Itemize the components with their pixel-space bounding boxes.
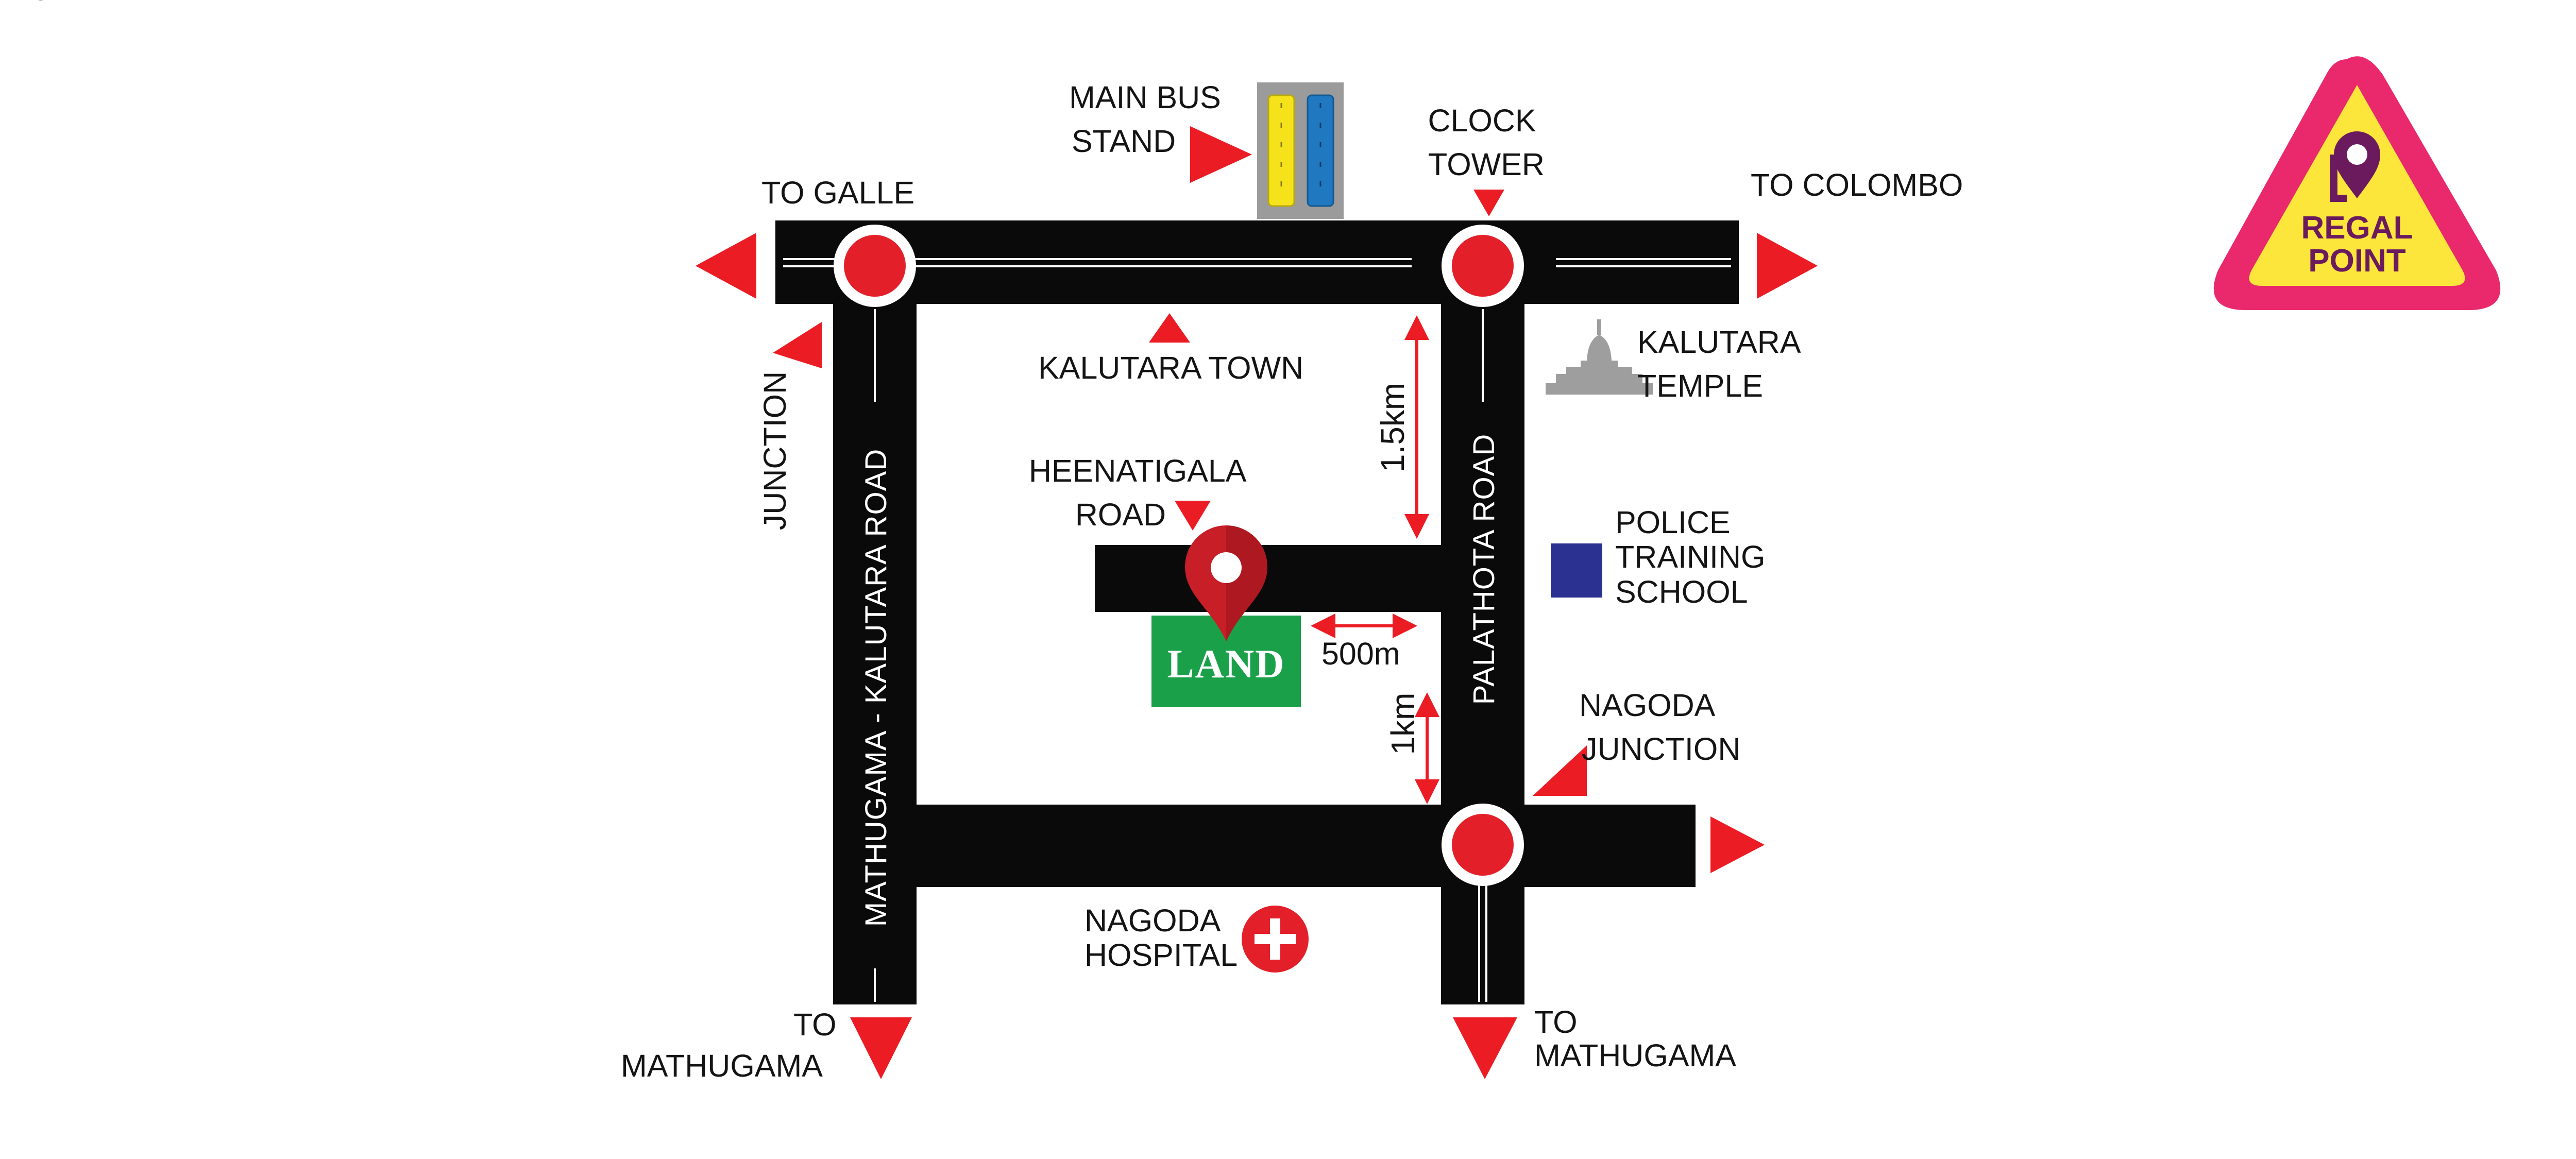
square-marker-icon xyxy=(1551,543,1602,598)
roundabout-galle-junction xyxy=(834,225,916,307)
arrow-to-colombo xyxy=(1757,233,1818,299)
location-pin-icon xyxy=(1185,525,1267,641)
distance-markers: 1.5km 1km 500m xyxy=(1311,315,1439,804)
logo-line-2: POINT xyxy=(2308,243,2406,279)
nagoda-junction-label: NAGODA JUNCTION xyxy=(1579,688,1740,766)
to-galle-label: TO GALLE xyxy=(761,175,914,210)
nagoda-hospital-label: NAGODA HOSPITAL xyxy=(1084,903,1238,973)
arrow-to-mathugama-right xyxy=(1453,1017,1517,1079)
mathugama-kalutara-road xyxy=(833,286,917,1004)
katukurunda-junction-label: KATUKURUNDA xyxy=(0,0,118,7)
arrow-kalutara-town xyxy=(1149,313,1190,343)
distance-500m-label: 500m xyxy=(1321,636,1400,671)
to-mathugama-right-label: TO MATHUGAMA xyxy=(1534,1004,1736,1073)
katukurunda-junction-label-line2: JUNCTION xyxy=(757,371,792,530)
roundabout-nagoda-junction xyxy=(1442,804,1524,886)
land-label: LAND xyxy=(1167,641,1285,686)
arrow-heenatigala-road xyxy=(1175,501,1211,531)
temple-stupa-icon xyxy=(1546,319,1653,395)
arrow-to-mathugama-left xyxy=(850,1017,912,1079)
arrow-clock-tower xyxy=(1473,190,1504,216)
heenatigala-road xyxy=(1095,545,1441,612)
arrow-main-bus-stand xyxy=(1190,126,1252,183)
regal-point-logo: REGAL POINT xyxy=(2213,56,2501,311)
logo-pin-icon xyxy=(2330,131,2380,202)
mathugama-kalutara-road-label: MATHUGAMA - KALUTARA ROAD xyxy=(859,449,893,927)
kalutara-temple-label: KALUTARA TEMPLE xyxy=(1637,325,1808,403)
arrow-to-galle xyxy=(696,233,756,299)
road-network xyxy=(775,220,1739,1004)
hospital-cross-icon xyxy=(1242,906,1309,973)
arrow-katukurunda-junction xyxy=(773,322,822,368)
heenatigala-road-label: HEENATIGALA ROAD xyxy=(1029,453,1253,532)
police-training-school-label: POLICE TRAINING SCHOOL xyxy=(1615,505,1774,609)
palathota-road-label: PALATHOTA ROAD xyxy=(1467,434,1501,705)
to-mathugama-left-label: TO MATHUGAMA xyxy=(621,1007,845,1083)
main-road-galle-colombo xyxy=(775,220,1739,304)
to-colombo-label: TO COLOMBO xyxy=(1751,167,1963,202)
main-bus-stand-label: MAIN BUS STAND xyxy=(1069,80,1230,159)
distance-1km-label: 1km xyxy=(1384,693,1421,755)
direction-arrows xyxy=(696,126,1818,1079)
arrow-nagoda-junction xyxy=(1533,745,1587,796)
logo-line-1: REGAL xyxy=(2301,210,2413,246)
arrow-east-bottom-road xyxy=(1710,816,1765,873)
distance-1-5km-label: 1.5km xyxy=(1374,383,1411,472)
roundabout-clock-tower xyxy=(1442,225,1524,307)
map-labels: MAIN BUS STAND TO GALLE CLOCK TOWER TO C… xyxy=(0,0,1963,1083)
bus-stand-icon xyxy=(1257,82,1344,219)
clock-tower-label: CLOCK TOWER xyxy=(1428,103,1545,182)
kalutara-town-label: KALUTARA TOWN xyxy=(1038,350,1303,385)
nagoda-road xyxy=(917,805,1696,887)
